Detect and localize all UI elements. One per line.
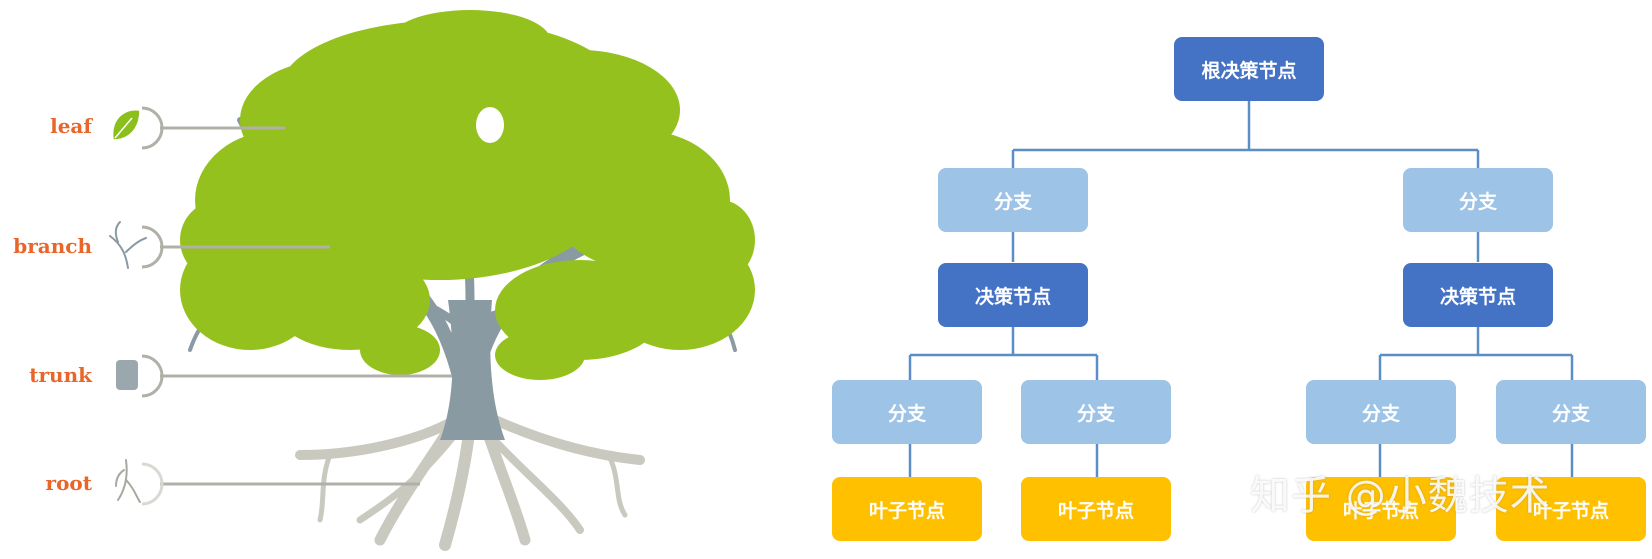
left-right-branch-node: 分支 bbox=[1021, 380, 1171, 444]
right-decision-node: 决策节点 bbox=[1403, 263, 1553, 327]
left-right-leaf-node: 叶子节点 bbox=[1021, 477, 1171, 541]
right-left-leaf-node: 叶子节点 bbox=[1306, 477, 1456, 541]
leaf-icon bbox=[111, 109, 141, 141]
root-label: root bbox=[45, 471, 92, 495]
callout-lines bbox=[160, 126, 452, 486]
left-left-leaf-node: 叶子节点 bbox=[832, 477, 982, 541]
foliage-graphic bbox=[180, 10, 755, 380]
watermark: 知乎 @小魏技术 bbox=[1250, 473, 1551, 519]
root-icon bbox=[115, 459, 141, 503]
left-decision-node: 决策节点 bbox=[938, 263, 1088, 327]
callout-brackets bbox=[141, 106, 164, 506]
right-left-branch-node: 分支 bbox=[1306, 380, 1456, 444]
right-right-branch-node: 分支 bbox=[1496, 380, 1646, 444]
right-right-leaf-node: 叶子节点 bbox=[1496, 477, 1646, 541]
trunk-label: trunk bbox=[29, 363, 92, 387]
tree-illustration bbox=[109, 10, 755, 551]
branch-icon bbox=[109, 221, 147, 269]
root-decision-node: 根决策节点 bbox=[1174, 37, 1324, 101]
right-branch-node: 分支 bbox=[1403, 168, 1553, 232]
left-left-branch-node: 分支 bbox=[832, 380, 982, 444]
leaf-label: leaf bbox=[50, 114, 92, 138]
branch-label: branch bbox=[13, 234, 92, 258]
left-branch-node: 分支 bbox=[938, 168, 1088, 232]
trunk-icon bbox=[116, 360, 138, 390]
trunk-graphic bbox=[440, 300, 505, 440]
